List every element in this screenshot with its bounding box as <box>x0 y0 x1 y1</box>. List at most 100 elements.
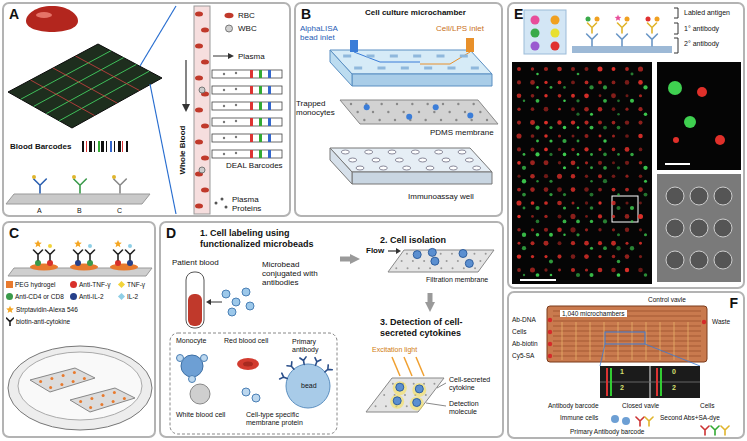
culture-dish <box>30 368 95 392</box>
chip-detail <box>388 150 396 154</box>
image-detail <box>516 133 521 138</box>
cell-detail <box>440 267 442 269</box>
image-detail <box>603 85 607 89</box>
immunoassay-chip <box>330 148 492 172</box>
zoom-line <box>140 6 176 66</box>
immunoassay-chip <box>330 148 352 184</box>
cell-icon <box>237 358 259 370</box>
image-detail <box>536 220 540 224</box>
color-key-box <box>524 10 566 54</box>
image-detail <box>571 254 576 259</box>
image-detail <box>673 137 679 143</box>
cell-detail <box>396 383 404 391</box>
chip-detail <box>711 426 719 435</box>
chip-detail <box>562 322 563 360</box>
image-detail <box>617 113 620 116</box>
image-detail <box>522 233 526 237</box>
step-heading: 1. Cell labeling using functionalized mi… <box>200 228 336 250</box>
cell-detail <box>246 302 254 310</box>
annotation-label: Immune cells <box>560 414 598 421</box>
cell-detail <box>479 260 481 262</box>
chip-detail <box>419 158 427 162</box>
flow-arrow <box>182 60 190 112</box>
image-detail <box>612 174 616 178</box>
image-detail <box>625 254 630 259</box>
blood-cell <box>195 204 203 209</box>
zoom-line <box>150 84 176 214</box>
chip-detail <box>341 55 488 171</box>
image-detail <box>630 206 634 210</box>
image-detail <box>544 187 549 192</box>
cell-detail <box>429 267 431 269</box>
image-detail <box>557 67 562 72</box>
blood-tube <box>186 272 204 328</box>
deal-channel <box>259 134 262 142</box>
image-detail <box>530 80 535 85</box>
image-detail <box>639 255 642 258</box>
panel-letter: B <box>301 6 311 23</box>
image-detail <box>690 251 708 269</box>
cell-detail <box>440 253 442 255</box>
image-detail <box>612 255 616 259</box>
image-detail <box>563 153 567 157</box>
barcode-icon <box>114 141 115 152</box>
image-detail <box>531 29 540 38</box>
annotation-label: Ab-biotin <box>512 340 538 347</box>
image-detail <box>557 187 562 192</box>
blood-cell <box>201 124 209 129</box>
cell-detail <box>412 383 426 397</box>
image-detail <box>625 17 630 22</box>
image-detail <box>517 94 522 99</box>
image-detail <box>517 228 521 232</box>
image-detail <box>517 80 521 84</box>
image-detail <box>557 120 561 124</box>
image-detail <box>603 246 607 250</box>
image-detail <box>549 153 552 156</box>
image-detail <box>615 15 622 21</box>
chip-detail <box>402 111 404 113</box>
fluorescence-image <box>657 62 741 170</box>
immunoassay-chip <box>330 148 492 184</box>
chip-detail <box>378 67 386 70</box>
image-detail <box>544 67 548 71</box>
image-detail <box>617 166 620 169</box>
image-detail <box>603 153 607 157</box>
chip-detail <box>457 103 459 105</box>
capture-bead <box>115 260 121 266</box>
bead-arrow <box>206 299 222 305</box>
image-detail <box>598 188 602 192</box>
image-detail <box>617 34 628 46</box>
image-detail <box>603 99 607 103</box>
image-detail <box>557 201 562 206</box>
legend-text: PEG hydrogel <box>15 281 55 288</box>
blood-channel <box>194 6 210 214</box>
image-detail <box>571 241 575 245</box>
image-detail <box>549 139 552 142</box>
chip-detail <box>553 321 701 322</box>
chip-detail <box>442 103 444 105</box>
legend-text: Anti-IL-2 <box>79 293 104 300</box>
chip-detail <box>433 111 435 113</box>
image-detail <box>638 66 643 71</box>
image-detail <box>563 166 566 169</box>
image-detail <box>617 153 620 156</box>
step-region: 1. Cell labeling using functionalized mi… <box>178 224 340 436</box>
antibody-icon <box>114 179 127 193</box>
image-detail <box>612 107 616 111</box>
assay-detail <box>83 377 86 380</box>
tubing-port <box>548 318 552 322</box>
plasma-arrow <box>213 53 234 59</box>
image-detail <box>625 188 629 192</box>
cell-detail <box>313 358 321 367</box>
blood-cell <box>199 167 205 173</box>
assay-detail <box>79 400 82 403</box>
chip-detail <box>646 322 647 360</box>
image-detail <box>571 134 574 137</box>
image-detail <box>571 187 576 192</box>
image-detail <box>530 267 535 272</box>
image-detail <box>612 121 616 125</box>
deal-channel <box>223 89 225 91</box>
image-detail <box>644 273 648 277</box>
